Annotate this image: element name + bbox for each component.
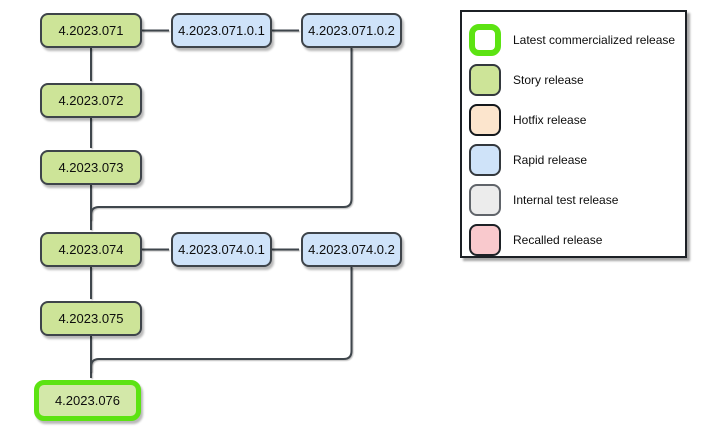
legend-item-recalled: Recalled release (469, 220, 685, 260)
legend-item-label: Latest commercialized release (513, 33, 676, 47)
internal-test-release-swatch-icon (469, 184, 501, 216)
node-4-2023-071-0-1: 4.2023.071.0.1 (171, 13, 272, 48)
legend-item-label: Internal test release (513, 193, 619, 207)
legend-item-latest: Latest commercialized release (469, 20, 685, 60)
recalled-release-swatch-icon (469, 224, 501, 256)
node-4-2023-076: 4.2023.076 (34, 380, 141, 421)
node-4-2023-074-0-1: 4.2023.074.0.1 (171, 232, 272, 267)
node-4-2023-074: 4.2023.074 (40, 232, 142, 267)
node-4-2023-072: 4.2023.072 (40, 83, 142, 118)
story-release-swatch-icon (469, 64, 501, 96)
legend-item-label: Recalled release (513, 233, 603, 247)
legend-item-label: Rapid release (513, 153, 588, 167)
legend-item-hotfix: Hotfix release (469, 100, 685, 140)
node-4-2023-071-0-2: 4.2023.071.0.2 (301, 13, 402, 48)
node-4-2023-075: 4.2023.075 (40, 301, 142, 336)
node-4-2023-071: 4.2023.071 (40, 13, 142, 48)
node-4-2023-074-0-2: 4.2023.074.0.2 (301, 232, 402, 267)
legend-item-internal: Internal test release (469, 180, 685, 220)
hotfix-release-swatch-icon (469, 104, 501, 136)
legend-item-story: Story release (469, 60, 685, 100)
node-4-2023-073: 4.2023.073 (40, 150, 142, 185)
rapid-release-swatch-icon (469, 144, 501, 176)
legend: Latest commercialized release Story rele… (460, 10, 687, 258)
legend-item-label: Story release (513, 73, 584, 87)
legend-item-rapid: Rapid release (469, 140, 685, 180)
edge-071-0-2-to-074 (90, 48, 353, 220)
legend-item-label: Hotfix release (513, 113, 587, 127)
latest-release-swatch-icon (469, 24, 501, 56)
